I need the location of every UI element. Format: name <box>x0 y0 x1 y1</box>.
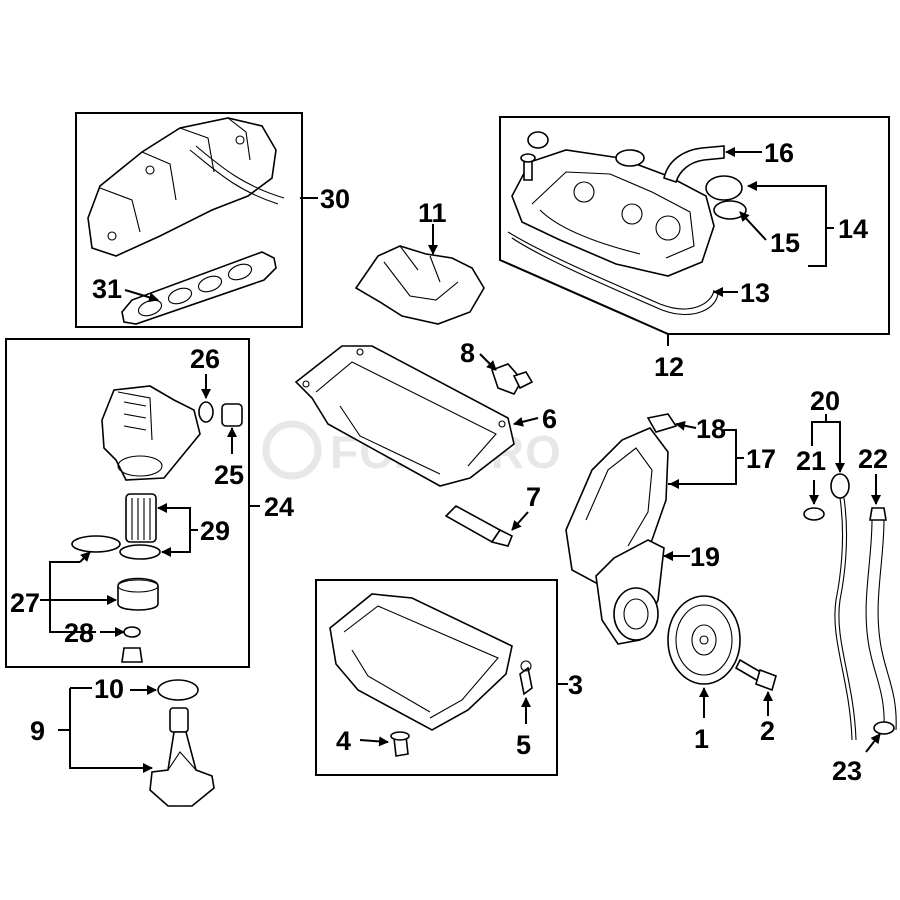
valve-cover-box <box>499 116 890 335</box>
callout-12: 12 <box>654 352 684 382</box>
crank-pulley-illustration <box>667 595 741 685</box>
callout-15: 15 <box>770 228 800 258</box>
callout-3: 3 <box>568 670 583 700</box>
lower-oil-pan-box <box>315 579 558 776</box>
oil-sensor-illustration <box>490 363 534 395</box>
timing-cover-illustration <box>565 413 678 645</box>
callout-23: 23 <box>832 756 862 786</box>
intake-manifold-box <box>75 112 303 328</box>
dipstick-illustration <box>803 473 857 741</box>
dipstick-tube-illustration <box>865 507 897 735</box>
callout-19: 19 <box>690 542 720 572</box>
valve-cover-illustration <box>507 131 747 315</box>
callout-7: 7 <box>526 482 541 512</box>
callout-21: 21 <box>796 446 826 476</box>
callout-30: 30 <box>320 184 350 214</box>
callout-28: 28 <box>64 618 94 648</box>
callout-14: 14 <box>838 214 868 244</box>
callout-26: 26 <box>190 344 220 374</box>
callout-24: 24 <box>264 492 294 522</box>
intake-manifold-illustration <box>87 117 285 257</box>
oil-filter-housing-illustration <box>71 385 243 663</box>
oil-level-sensor-illustration <box>149 679 215 807</box>
callout-2: 2 <box>760 716 775 746</box>
callout-6: 6 <box>542 404 557 434</box>
leader-lines <box>40 147 881 773</box>
callout-31: 31 <box>92 274 122 304</box>
oil-filter-housing-box <box>5 338 250 668</box>
callout-27: 27 <box>10 588 40 618</box>
heat-shield-illustration <box>354 245 485 325</box>
callout-5: 5 <box>516 730 531 760</box>
callout-labels: 1 2 3 4 5 6 7 8 9 10 11 12 13 14 15 16 1… <box>10 138 888 786</box>
pulley-bolt-illustration <box>734 658 777 692</box>
sealant-tube-illustration <box>444 505 514 547</box>
callout-20: 20 <box>810 386 840 416</box>
callout-11: 11 <box>418 198 447 228</box>
callout-13: 13 <box>740 278 770 308</box>
oil-pan-upper-illustration <box>294 345 515 487</box>
callout-25: 25 <box>214 460 244 490</box>
callout-17: 17 <box>746 444 776 474</box>
oil-pan-lower-illustration <box>329 593 533 757</box>
intake-gasket-illustration <box>121 251 277 325</box>
callout-29: 29 <box>200 516 230 546</box>
callout-1: 1 <box>694 724 709 754</box>
callout-8: 8 <box>460 338 475 368</box>
callout-16: 16 <box>764 138 794 168</box>
callout-10: 10 <box>94 674 124 704</box>
callout-9: 9 <box>30 716 45 746</box>
callout-4: 4 <box>336 726 351 756</box>
callout-22: 22 <box>858 444 888 474</box>
callout-18: 18 <box>696 414 726 444</box>
